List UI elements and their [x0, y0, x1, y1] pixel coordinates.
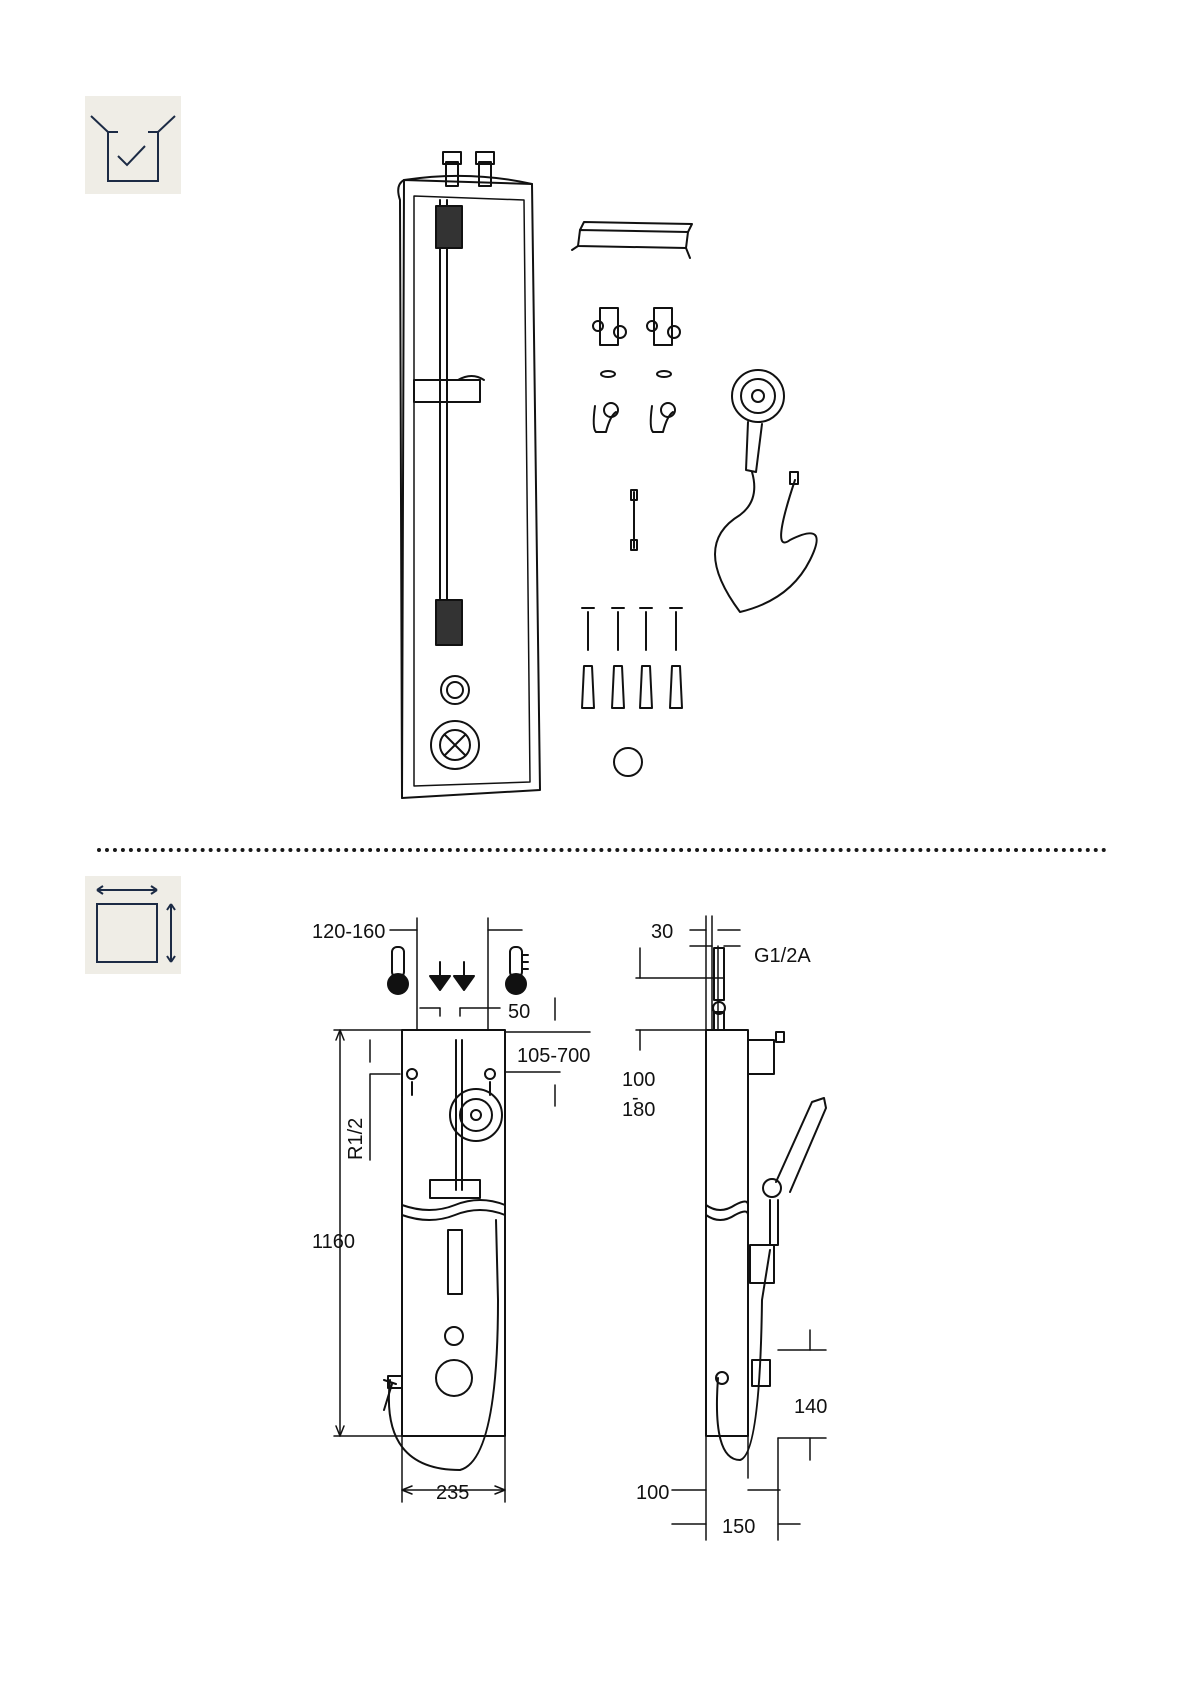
side-view-drawing — [706, 948, 826, 1460]
thermometer-hot-icon — [388, 947, 408, 994]
side-thread-label: G1/2A — [754, 945, 811, 967]
bottom-offset-label: 100 — [636, 1482, 669, 1504]
screws-and-dowels-illustration — [582, 608, 682, 708]
thermometer-cold-icon — [506, 947, 528, 994]
shower-panel-illustration — [398, 152, 540, 798]
front-dimension-lines — [334, 918, 590, 1502]
front-view-drawing — [384, 1030, 505, 1470]
side-top-a-label: 100 — [622, 1069, 655, 1091]
height-range-label: 105-700 — [517, 1045, 590, 1067]
elbow-fittings-illustration — [594, 403, 675, 432]
flow-direction-arrows-icon — [430, 962, 474, 990]
height-label: 1160 — [312, 1231, 355, 1253]
depth-label: 150 — [722, 1516, 755, 1538]
outlet-spacing-label: 50 — [508, 1001, 530, 1023]
side-offset-label: 30 — [651, 921, 673, 943]
wall-bracket-illustration — [572, 222, 692, 258]
side-dimension-lines — [636, 916, 826, 1540]
stop-valves-illustration — [593, 308, 680, 377]
hose-height-label: 140 — [794, 1396, 827, 1418]
connector-hose-illustration — [631, 490, 637, 550]
hand-shower-illustration — [715, 370, 817, 612]
sealing-ring-illustration — [614, 748, 642, 776]
connection-spacing-label: 120-160 — [312, 921, 385, 943]
side-top-b-label: 180 — [622, 1099, 655, 1121]
width-label: 235 — [436, 1482, 469, 1504]
front-thread-label: R1/2 — [345, 1118, 367, 1160]
